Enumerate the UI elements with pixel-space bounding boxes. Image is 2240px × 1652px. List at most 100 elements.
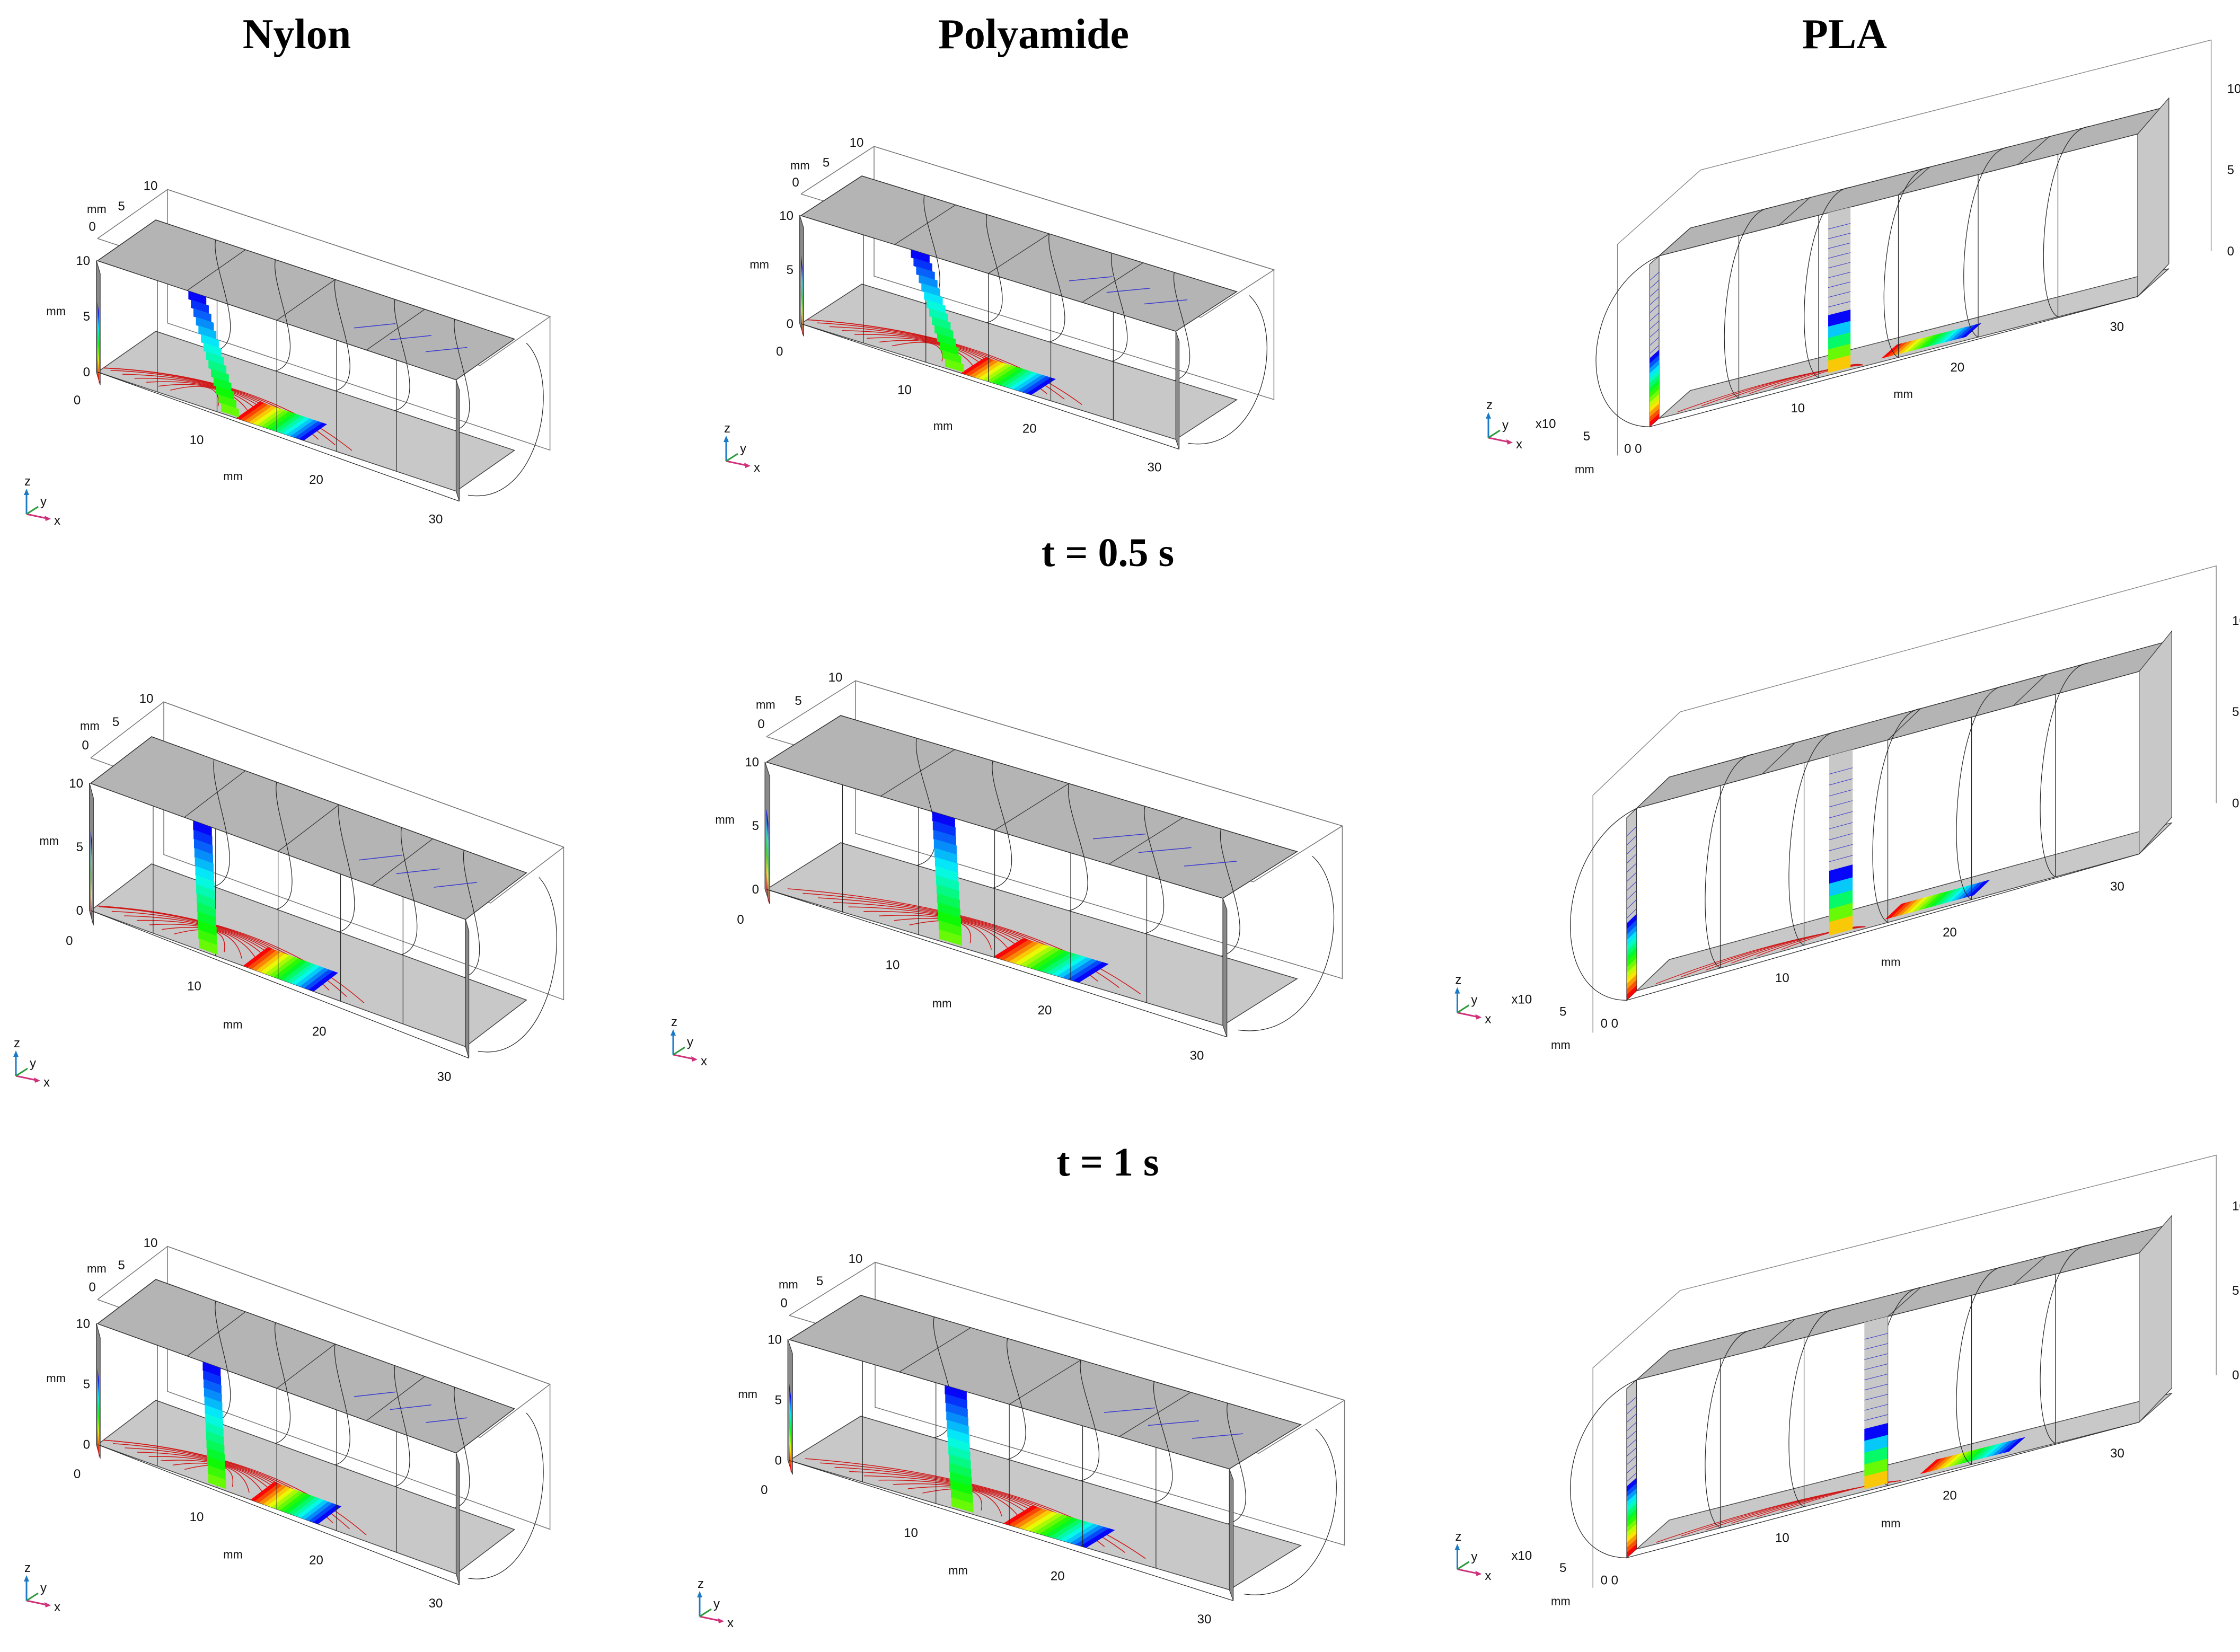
left-wall-gradient [766,860,769,881]
y-axis-arrow [1488,429,1501,439]
x-tick-label: 10 [897,383,912,397]
left-wall-gradient [98,1400,99,1420]
y-axis-arrow [726,453,738,462]
y-tick-label: 5 [112,715,119,729]
left-wall-gradient [91,881,92,902]
axis-triad: zyx [724,421,760,475]
floor-rainbow-strip [1014,944,1051,965]
floor-rainbow-strip [1918,893,1941,911]
floor-rainbow-strip [1885,902,1908,920]
wave-front-strip [934,856,958,873]
floor-rainbow-strip [1890,900,1913,918]
floor-rainbow-strip [995,368,1026,386]
wave-front-strip [201,334,219,349]
curved-outline [276,782,293,910]
floor-rainbow-strip [247,949,277,969]
y-tick-label: 5 [1559,1561,1566,1575]
left-wall-gradient [789,1405,791,1425]
left-wall-gradient [98,366,99,385]
axis-triad: zyx [24,1561,60,1614]
left-wall-gradient [1626,979,1637,995]
left-wall-gradient [1626,1478,1637,1492]
floor-rainbow-strip [1041,952,1077,973]
wave-front-strip [194,847,214,864]
left-wall-gradient [1626,919,1637,935]
floor-rainbow-strip [1046,954,1082,975]
x-axis-arrow [1457,1012,1478,1018]
floor-rainbow-strip [998,940,1035,960]
floor-rainbow-strip [1024,1512,1059,1531]
wave-front-strip [936,875,959,891]
axis-triad: zyx [671,1015,707,1068]
top-divider [2013,1255,2047,1285]
left-wall-gradient [766,871,769,893]
top-divider [1009,1359,1081,1405]
x-axis-unit: mm [1893,387,1913,401]
left-wall-contour [1626,1405,1637,1415]
left-wall-contour [1626,908,1637,918]
curved-outline [334,1344,350,1465]
left-wall-gradient [766,837,769,858]
top-divider [372,838,433,886]
top-contour [1144,299,1188,305]
left-wall-contour [1650,329,1660,338]
left-wall-contour [1650,337,1660,346]
left-wall-contour [1626,863,1637,873]
floor-contour [170,386,219,407]
floor-rainbow-strip [1975,1444,1998,1460]
x-tick-label: 20 [1943,925,1957,940]
wave-front-contour [1829,811,1853,818]
wave-front-strip [927,299,946,314]
wave-front-strip [196,874,215,891]
front-edge [789,1460,1233,1601]
floor-rainbow-strip [304,969,334,990]
triad-z-label: z [24,474,31,489]
wave-front-contour [1828,262,1851,269]
left-wall-gradient [98,351,99,370]
left-wall-gradient [98,1379,99,1399]
wave-front-strip [199,938,218,955]
floor-rainbow-strip [279,1492,308,1512]
left-wall-gradient [91,870,92,891]
curved-outline [1956,1266,2005,1465]
left-wall-gradient [766,820,769,841]
left-wall-gradient [1626,974,1637,990]
left-wall-gradient [1650,364,1659,378]
z-axis-unit: mm [715,813,735,826]
triad-y-label: y [740,441,746,456]
left-wall-gradient [789,1448,791,1469]
bounding-box-side [1592,1290,1681,1588]
left-wall-gradient [91,887,92,908]
floor-rainbow-strip [1034,1514,1069,1534]
end-cap-curve [1569,808,1637,1001]
x-tick-label: 20 [1038,1003,1052,1018]
left-wall-gradient [91,858,92,879]
top-divider [988,233,1050,274]
z-tick-label: 0 [2227,244,2234,259]
curved-outline [1048,234,1065,342]
end-cap-curve [1238,855,1335,1031]
floor-rainbow-strip [313,1504,342,1524]
top-divider [1888,1287,1921,1317]
floor-rainbow-strip [1062,959,1098,979]
z-tick-label: 0 [2232,796,2239,810]
wave-front-contour [1864,1353,1888,1360]
floor-rainbow-strip [1013,1508,1048,1529]
floor-rainbow-strip [284,1494,312,1514]
x-tick-label: 30 [429,1596,443,1611]
left-wall-gradient [789,1383,791,1403]
curved-outline [1883,166,1930,358]
floor-rainbow-strip [1060,1522,1095,1542]
left-wall-gradient [98,1433,99,1453]
curved-outline [454,319,470,431]
floor-rainbow-strip [1992,1439,2015,1456]
x-tick-label: 0 [761,1483,768,1497]
axis-triad: zyx [697,1577,734,1630]
floor-rainbow-strip [1981,1443,2004,1459]
left-wall-gradient [789,1443,791,1463]
wave-front-strip [210,368,229,383]
